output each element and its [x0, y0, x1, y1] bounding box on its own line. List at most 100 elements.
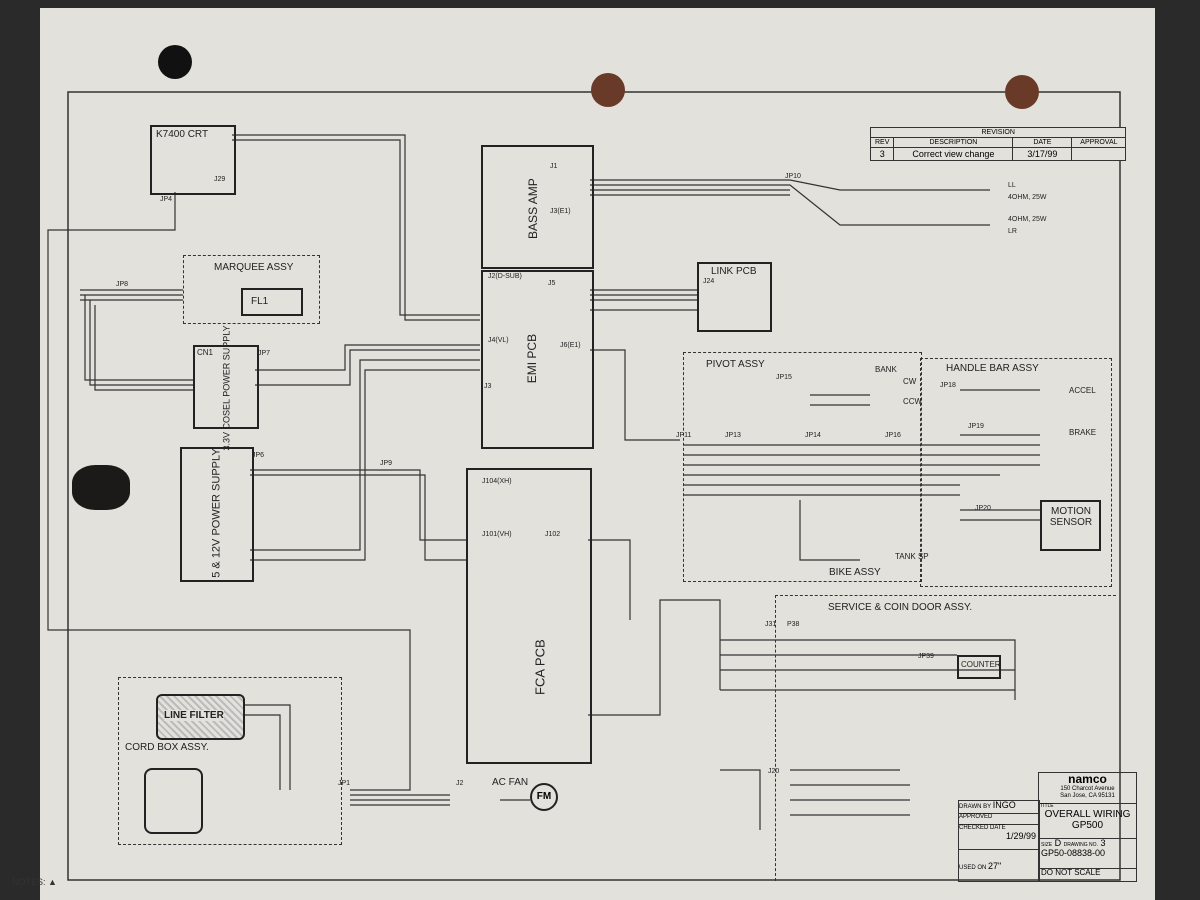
connector-label: JP18	[940, 382, 956, 389]
burn-hole	[72, 465, 130, 510]
drawing-subtitle: GP500	[1071, 820, 1104, 831]
connector-label: JP15	[776, 374, 792, 381]
label: SERVICE & COIN DOOR ASSY.	[828, 602, 973, 613]
label: CORD BOX ASSY.	[125, 742, 209, 753]
label: 3.3V COSEL POWER SUPPLY	[221, 325, 232, 451]
motion-sensor: MOTION SENSOR	[1040, 500, 1101, 551]
size: D	[1054, 838, 1062, 848]
label: FL1	[251, 296, 269, 307]
rev-date: 3/17/99	[1012, 147, 1073, 161]
label: TITLE	[1040, 803, 1054, 809]
label: EMI PCB	[525, 333, 540, 384]
connector-label: J1	[550, 163, 558, 170]
label: BASS AMP	[525, 178, 540, 239]
connector-label: J3(E1)	[550, 208, 571, 215]
emi-pcb-block: EMI PCB	[481, 270, 594, 449]
pivot-assy: PIVOT ASSY BIKE ASSY	[683, 352, 922, 582]
marquee-assy: MARQUEE ASSY FL1	[183, 255, 320, 324]
cord-box-assy: CORD BOX ASSY. LINE FILTER	[118, 677, 342, 845]
link-pcb-block: LINK PCB	[697, 262, 772, 332]
scale-note: DO NOT SCALE	[1041, 868, 1101, 877]
binder-hole	[591, 73, 625, 107]
connector-label: JP8	[116, 281, 129, 288]
ac-fan-label: AC FAN	[492, 777, 529, 788]
header: DESCRIPTION	[893, 137, 1014, 148]
label: MARQUEE ASSY	[214, 262, 294, 273]
header: APPROVAL	[1071, 137, 1127, 148]
bank-label: BANK	[875, 365, 897, 374]
bass-amp-block: BASS AMP	[481, 145, 594, 269]
connector-label: JP19	[968, 423, 984, 430]
address: San Jose, CA 95131	[1060, 792, 1115, 799]
address: 150 Charcot Avenue	[1060, 786, 1115, 793]
connector-label: J20	[768, 768, 780, 775]
connector-label: JP1	[338, 780, 351, 787]
label: K7400 CRT	[156, 129, 209, 140]
notes-label: NOTES: ▲	[12, 877, 57, 887]
service-coin-door-assy: SERVICE & COIN DOOR ASSY.	[775, 595, 1116, 881]
fan-motor-icon: FM	[530, 783, 558, 811]
connector-label: JP39	[918, 653, 934, 660]
spk-label: 4OHM, 25W	[1008, 216, 1047, 223]
connector-label: J4(VL)	[488, 337, 509, 344]
drawing-title: OVERALL WIRING	[1044, 809, 1131, 820]
connector-label: J6(E1)	[560, 342, 581, 349]
label: CHECKED	[959, 825, 989, 831]
connector-label: JP9	[380, 460, 393, 467]
connector-label: JP13	[725, 432, 741, 439]
counter-block: COUNTER	[957, 655, 1001, 679]
date: 1/29/99	[1005, 830, 1036, 841]
handle-bar-assy: HANDLE BAR ASSY ACCEL BRAKE	[920, 358, 1112, 587]
rev: 3	[1100, 838, 1106, 848]
label: ACCEL	[1069, 386, 1096, 395]
connector-label: J2	[456, 780, 464, 787]
connector-label: J104(XH)	[482, 478, 512, 485]
connector-label: JP14	[805, 432, 821, 439]
connector-label: JP16	[885, 432, 901, 439]
connector-label: J2(D-SUB)	[488, 273, 522, 280]
label: 5 & 12V POWER SUPPLY	[210, 448, 223, 578]
tank-sp-label: TANK SP	[895, 552, 929, 561]
binder-hole	[158, 45, 192, 79]
connector-label: J31	[765, 621, 777, 628]
label: BRAKE	[1069, 428, 1097, 437]
connector-label: JP20	[975, 505, 991, 512]
fca-pcb-block: FCA PCB	[466, 468, 592, 764]
lr-label: LR	[1008, 228, 1017, 235]
label: CN1	[197, 348, 214, 357]
line-filter: LINE FILTER	[156, 694, 245, 740]
connector-label: J29	[214, 176, 226, 183]
connector-label: JP4	[160, 196, 173, 203]
connector-label: JP10	[785, 173, 801, 180]
rev-desc: Correct view change	[893, 147, 1014, 161]
label: LINK PCB	[711, 266, 757, 277]
label: APPROVED	[959, 814, 1039, 825]
connector-label: JP7	[258, 350, 271, 357]
fl1-block: FL1	[241, 288, 303, 316]
label: PIVOT ASSY	[706, 359, 765, 370]
company-logo: namco	[1068, 772, 1107, 786]
header: REV	[869, 137, 895, 148]
crt-block: K7400 CRT	[150, 125, 236, 195]
connector-label: JP11	[676, 432, 692, 439]
connector-label: J24	[703, 278, 715, 285]
used-on: 27"	[988, 861, 1002, 871]
label: DRAWING NO.	[1063, 842, 1098, 848]
transformer-icon	[144, 768, 203, 834]
binder-hole	[1005, 75, 1039, 109]
connector-label: JP6	[252, 452, 265, 459]
label: SIZE	[1041, 842, 1053, 848]
label: HANDLE BAR ASSY	[946, 363, 1039, 374]
power-supply-5-12v: 5 & 12V POWER SUPPLY	[180, 447, 254, 582]
label: MOTION SENSOR	[1049, 506, 1093, 528]
drawing-number: GP50-08838-00	[1041, 847, 1106, 858]
label: FCA PCB	[532, 639, 548, 695]
connector-label: J101(VH)	[482, 531, 512, 538]
label: USED ON	[959, 865, 987, 871]
header: DATE	[1012, 137, 1073, 148]
spk-label: 4OHM, 25W	[1008, 194, 1047, 201]
label: BIKE ASSY	[829, 567, 881, 578]
